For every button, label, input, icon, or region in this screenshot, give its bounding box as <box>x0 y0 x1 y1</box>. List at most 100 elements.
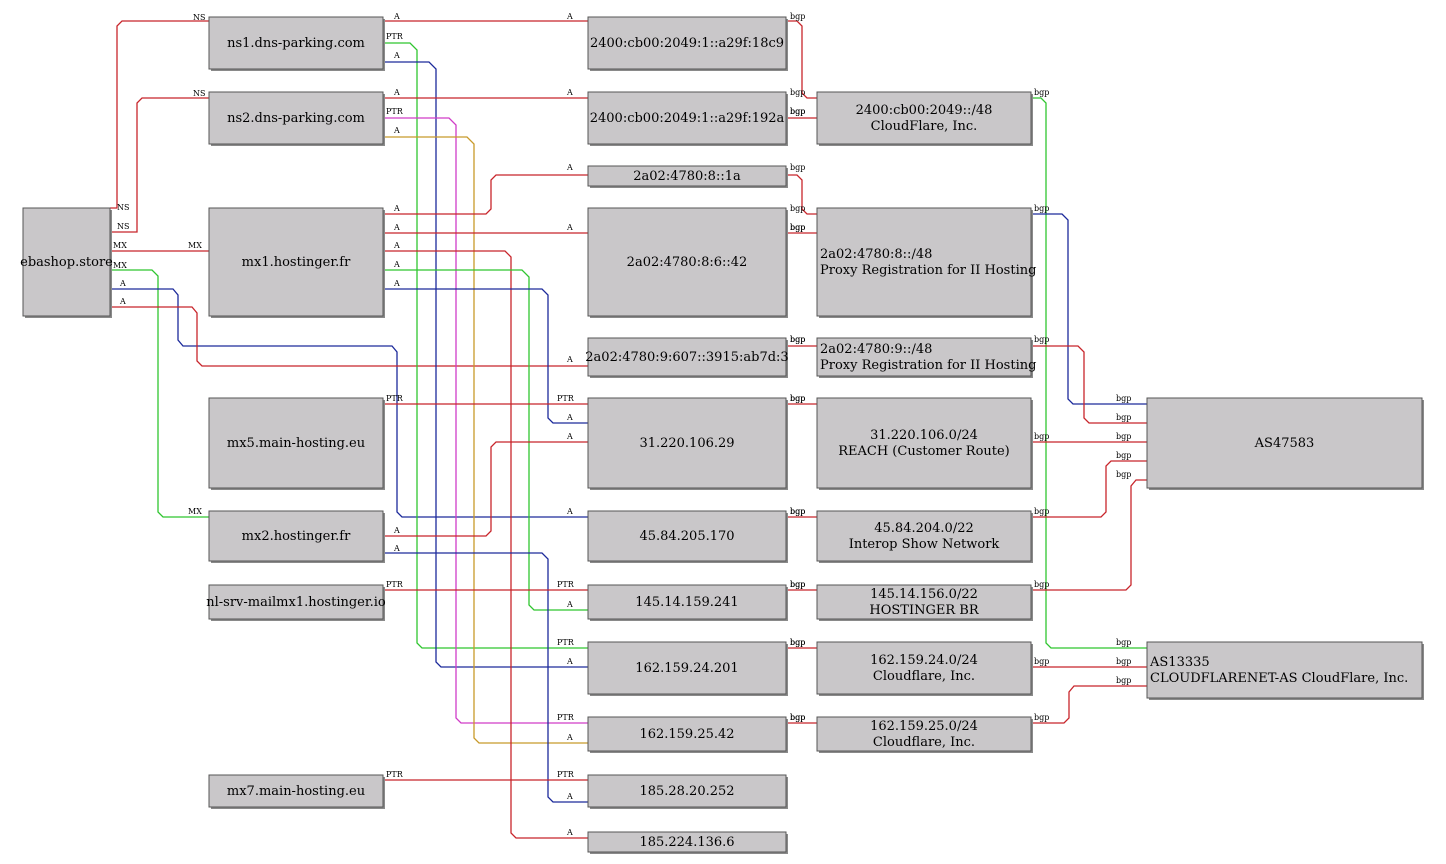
node-box <box>587 584 787 620</box>
node-nlsrv[interactable]: nl-srv-mailmx1.hostinger.io <box>206 584 386 621</box>
edge-label-head: PTR <box>557 638 575 647</box>
node-as47583[interactable]: AS47583 <box>1146 397 1424 490</box>
edge-mx1-ip4a-a <box>383 288 588 424</box>
edge-label-head: bgp <box>790 638 805 647</box>
node-box <box>587 641 787 695</box>
node-mx2[interactable]: mx2.hostinger.fr <box>208 510 385 563</box>
edge-label-head: bgp <box>1116 638 1131 647</box>
edge-label-head: A <box>566 828 573 837</box>
node-label: AS13335 <box>1149 655 1210 670</box>
node-label: 2a02:4780:8::/48 <box>820 247 932 262</box>
node-ip6c[interactable]: 2a02:4780:8::1a <box>587 165 788 188</box>
node-box <box>208 91 384 145</box>
node-ip4c[interactable]: 145.14.159.241 <box>587 584 788 621</box>
node-label: 31.220.106.29 <box>639 436 734 451</box>
node-box <box>816 337 1032 377</box>
node-ip6b[interactable]: 2400:cb00:2049:1::a29f:192a <box>587 91 788 146</box>
edge-label-head: A <box>566 600 573 609</box>
edge-mx1-ip4c-a <box>383 269 588 611</box>
node-mx5[interactable]: mx5.main-hosting.eu <box>208 397 385 490</box>
node-box <box>587 774 787 808</box>
edge-label-tail: bgp <box>790 713 805 722</box>
edge-label-tail: bgp <box>790 163 805 172</box>
node-ip4d[interactable]: 162.159.24.201 <box>587 641 788 696</box>
edge-label-head: NS <box>193 89 205 98</box>
edge-label-tail: bgp <box>1034 88 1049 97</box>
node-ebashop[interactable]: ebashop.store <box>20 207 113 318</box>
edge-label-head: A <box>566 355 573 364</box>
edge-label-head: bgp <box>1116 432 1131 441</box>
node-label: 185.224.136.6 <box>639 835 734 850</box>
node-ip4g[interactable]: 185.224.136.6 <box>587 831 788 854</box>
node-box <box>587 165 787 187</box>
edge-label-tail: bgp <box>1034 507 1049 516</box>
node-ip6a[interactable]: 2400:cb00:2049:1::a29f:18c9 <box>587 16 788 71</box>
edge-label-tail: bgp <box>790 580 805 589</box>
node-mx1[interactable]: mx1.hostinger.fr <box>208 207 385 318</box>
edge-label-tail: PTR <box>386 107 404 116</box>
edge-label-tail: A <box>393 204 400 213</box>
edge-label-head: A <box>566 12 573 21</box>
node-box <box>816 584 1032 620</box>
node-label: HOSTINGER BR <box>869 603 979 618</box>
node-label: 2400:cb00:2049::/48 <box>856 103 993 118</box>
edge-mx2-ip4a-a <box>383 441 588 537</box>
edges-layer <box>110 20 1147 839</box>
node-box <box>587 91 787 145</box>
edge-pfx6-as47583-bgp <box>1031 479 1147 591</box>
node-label: 2a02:4780:8::1a <box>633 169 741 184</box>
edge-label-tail: A <box>119 279 126 288</box>
edge-pfx8-as13335-bgp <box>1031 685 1147 724</box>
edge-ns1-ip4d-ptr <box>383 42 588 649</box>
node-mx7[interactable]: mx7.main-hosting.eu <box>208 774 385 809</box>
node-label: nl-srv-mailmx1.hostinger.io <box>206 595 386 610</box>
node-ip4b[interactable]: 45.84.205.170 <box>587 510 788 563</box>
edge-label-head: bgp <box>1116 394 1131 403</box>
node-ip4f[interactable]: 185.28.20.252 <box>587 774 788 809</box>
edge-pfx1-as13335-bgp <box>1031 97 1147 649</box>
edge-label-head: bgp <box>790 394 805 403</box>
node-label: Proxy Registration for II Hosting <box>820 358 1036 373</box>
node-ip4a[interactable]: 31.220.106.29 <box>587 397 788 490</box>
edge-label-head: bgp <box>1116 470 1131 479</box>
edge-label-head: PTR <box>557 713 575 722</box>
edge-label-tail: bgp <box>790 107 805 116</box>
edge-label-tail: bgp <box>790 223 805 232</box>
edge-ebashop-ns2-ns <box>110 97 209 233</box>
node-box <box>816 207 1032 317</box>
node-box <box>1146 641 1423 699</box>
node-label: mx5.main-hosting.eu <box>227 436 365 451</box>
edge-label-tail: bgp <box>1034 713 1049 722</box>
edge-label-tail: PTR <box>386 32 404 41</box>
node-ns1[interactable]: ns1.dns-parking.com <box>208 16 385 71</box>
node-label: REACH (Customer Route) <box>838 444 1010 459</box>
edge-label-head: bgp <box>790 223 805 232</box>
edge-label-head: A <box>566 507 573 516</box>
edge-label-head: NS <box>193 13 205 22</box>
node-label: ebashop.store <box>20 255 113 270</box>
edge-mx1-ip4g-a <box>383 250 588 839</box>
node-ip6d[interactable]: 2a02:4780:8:6::42 <box>587 207 788 318</box>
node-box <box>587 831 787 853</box>
edge-label-tail: PTR <box>386 770 404 779</box>
node-label: Cloudflare, Inc. <box>873 735 975 750</box>
edge-label-head: bgp <box>790 88 805 97</box>
node-ip6e[interactable]: 2a02:4780:9:607::3915:ab7d:3 <box>585 337 789 378</box>
edge-label-tail: bgp <box>790 507 805 516</box>
node-box <box>587 207 787 317</box>
edge-label-head: bgp <box>790 107 805 116</box>
edge-label-tail: A <box>393 260 400 269</box>
node-ip4e[interactable]: 162.159.25.42 <box>587 716 788 753</box>
edge-ip6c-pfx2-bgp <box>786 174 817 215</box>
node-ns2[interactable]: ns2.dns-parking.com <box>208 91 385 146</box>
